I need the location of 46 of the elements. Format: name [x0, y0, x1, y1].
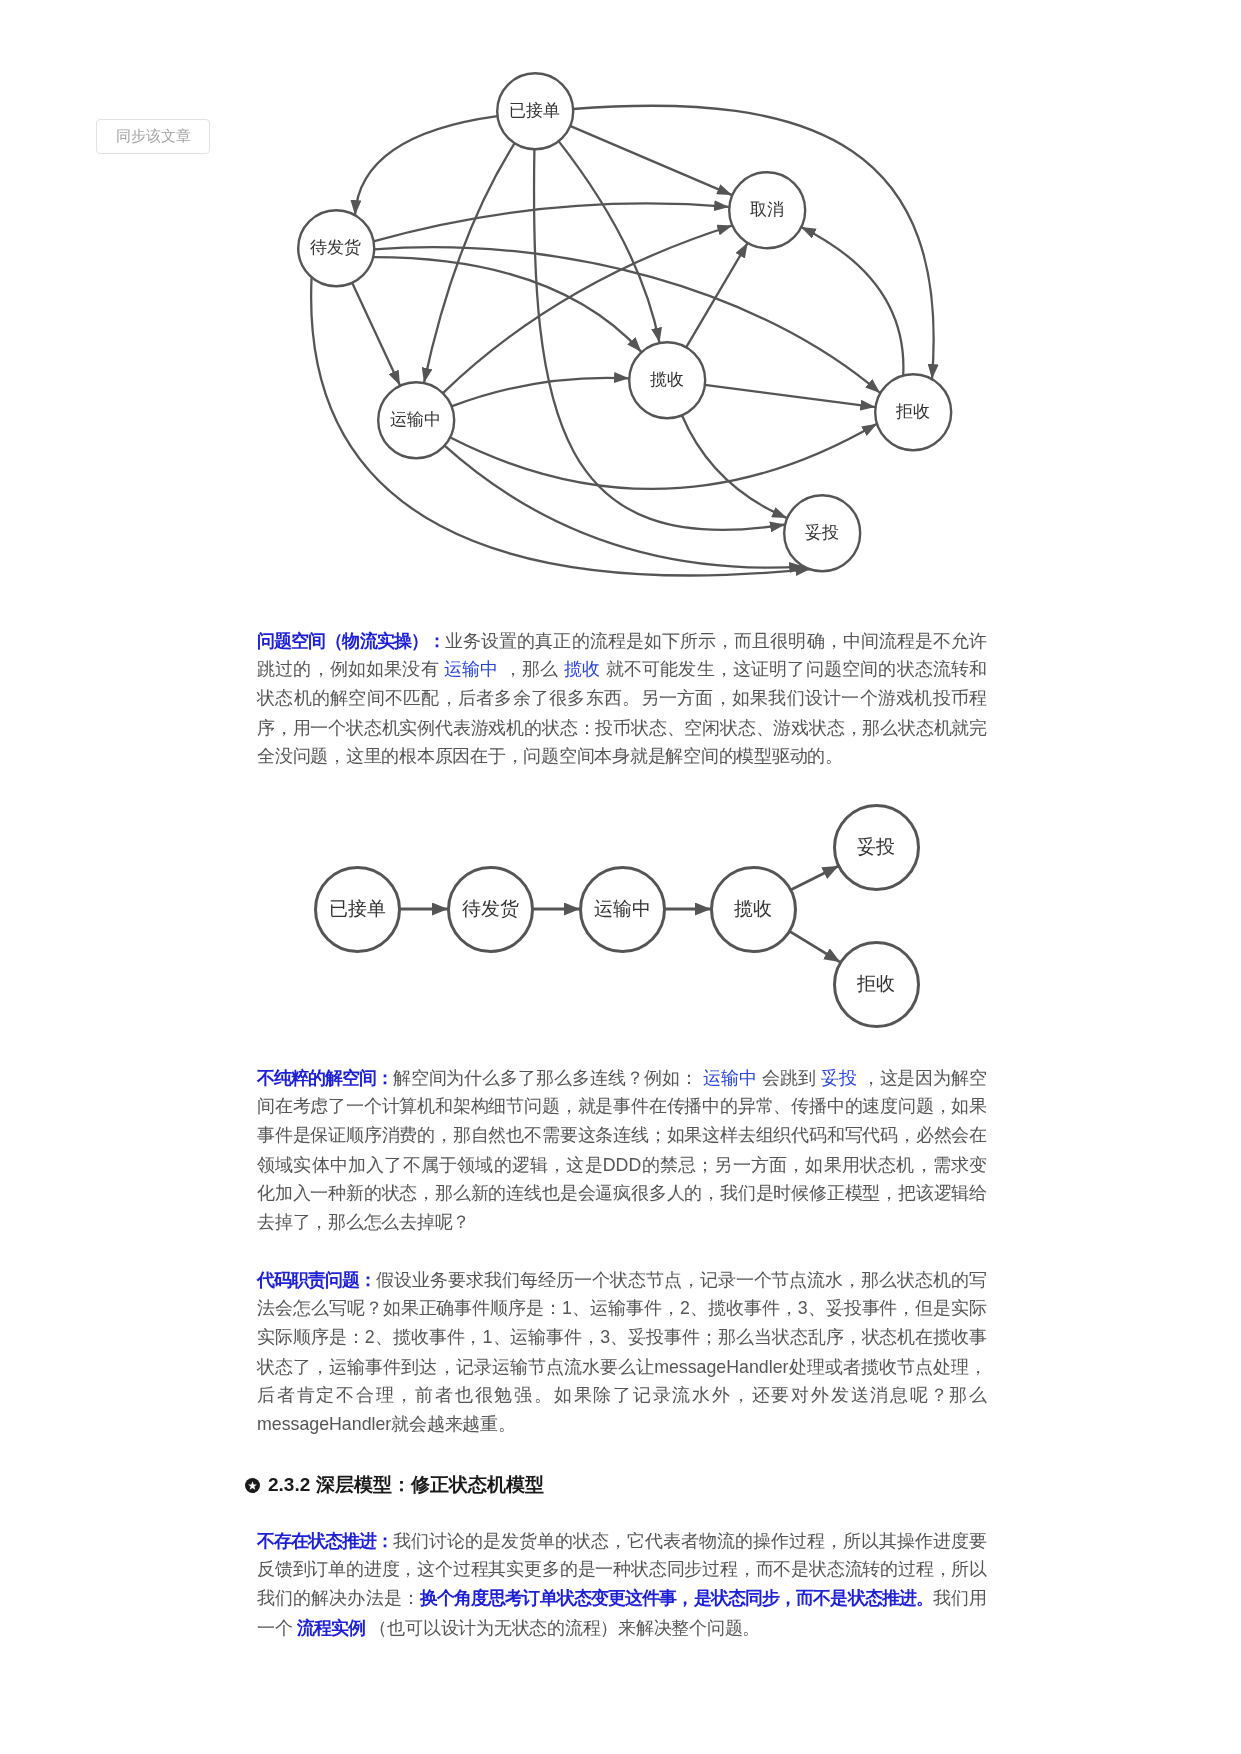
arrow: [421, 142, 516, 384]
section-heading: 2.3.2 深层模型：修正状态机模型: [268, 1473, 544, 1497]
state-circle: 运输中: [578, 865, 666, 953]
arrow: [442, 224, 733, 394]
arrow: [350, 282, 402, 386]
arrow: [789, 864, 840, 892]
state-circle: 取消: [727, 170, 807, 250]
arrow: [372, 256, 643, 353]
arrow: [399, 902, 448, 916]
arrow: [572, 104, 938, 380]
state-circle: 待发货: [446, 865, 534, 953]
arrow: [373, 246, 881, 394]
arrow: [557, 140, 662, 343]
paragraph: 代码职责问题：假设业务要求我们每经历一个状态节点，记录一个节点流水，那么状态机的写法会怎么写呢？如果正确事件顺序是：1、运输事件，2、揽收事件，3、妥投事件，但是实际实际顺序是：2、揽收事件，1、运输事件，3、妥投事件；那么当状态乱序，状态机在揽收事状态了，运输事件到达，记录运输节点流水要么让messageHandler处理或者揽收节点处理，后者肯定不合理，前者也很勉强。如果除了记录流水外，还要对外发送消息呢？那么messageHandler就会越来越重。: [257, 1268, 987, 1436]
arrow: [533, 149, 786, 532]
state-circle: 已接单: [313, 865, 401, 953]
arrow: [451, 372, 630, 408]
arrow: [788, 929, 841, 964]
state-circle: 拒收: [832, 940, 920, 1028]
arrow: [449, 422, 878, 490]
state-circle: 揽收: [627, 340, 707, 420]
state-circle: 妥投: [832, 803, 920, 891]
link: 运输中: [702, 1067, 757, 1088]
state-circle: 揽收: [709, 865, 797, 953]
arrow: [351, 115, 498, 216]
link: 运输中: [444, 659, 499, 680]
arrow: [664, 902, 711, 916]
paragraph: 不存在状态推进：我们讨论的是发货单的状态，它代表者物流的操作过程，所以其操作进度要反馈到订单的进度，这个过程其实更多的是一种状态同步过程，而不是状态流转的过程，所以我们的解决办法是：换个角度思考订单状态变更这件事，是状态同步，而不是状态推进。我们用一个 流程实例 （也可以设计为无状态的流程）来解决整个问题。: [257, 1529, 987, 1640]
arrow: [704, 383, 876, 411]
link: 揽收: [563, 659, 601, 680]
state-circle: 拒收: [873, 372, 953, 452]
sync-button: 同步该文章: [96, 119, 210, 154]
state-circle: 已接单: [495, 71, 575, 151]
arrow: [373, 200, 730, 243]
state-circle: 待发货: [296, 208, 376, 288]
link: 妥投: [820, 1067, 857, 1088]
arrow: [443, 444, 805, 573]
paragraph: 不纯粹的解空间：解空间为什么多了那么多连线？例如： 运输中 会跳到 妥投 ，这是因为解空间在考虑了一个计算机和架构细节问题，就是事件在传播中的异常、传播中的速度问题，如果事件是保证顺序消费的，那自然也不需要这条连线；如果这样去组织代码和写代码，必然会在领域实体中加入了不属于领域的逻辑，这是DDD的禁忌；另一方面，如果用状态机，需求变化加入一种新的状态，那么新的连线也是会逼疯很多人的，我们是时候修正模型，把该逻辑给去掉了，那么怎么去掉呢？: [257, 1066, 987, 1234]
state-circle: 运输中: [376, 380, 456, 460]
arrow: [569, 124, 733, 197]
arrow: [800, 225, 905, 376]
arrow: [532, 902, 580, 916]
arrow: [680, 414, 788, 520]
arrow: [685, 242, 749, 348]
paragraph: 问题空间（物流实操）：业务设置的真正的流程是如下所示，而且很明确，中间流程是不允许跳过的，例如如果没有 运输中 ，那么 揽收 就不可能发生，这证明了问题空间的状态流转和状态机的解空间不匹配，后者多余了很多东西。另一方面，如果我们设计一个游戏机投币程序，用一个状态机实例代表游戏机的状态：投币状态、空闲状态、游戏状态，那么状态机就完全没问题，这里的根本原因在于，问题空间本身就是解空间的模型驱动的。: [257, 629, 987, 768]
state-circle: 妥投: [782, 493, 862, 573]
